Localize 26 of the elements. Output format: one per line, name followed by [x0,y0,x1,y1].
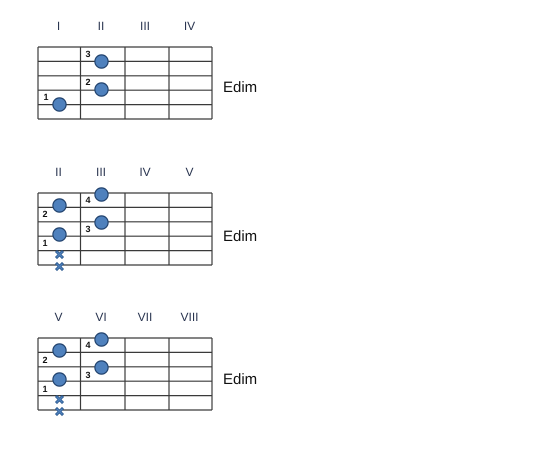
fret-number: VI [95,311,107,324]
fret-number: VII [138,311,152,324]
fret-number: VIII [180,311,198,324]
finger-number: 3 [85,225,90,234]
fret-number: III [96,166,106,178]
fret-number: II [55,166,62,178]
finger-number: 1 [43,92,48,102]
finger-number: 2 [42,210,48,219]
fret-number: V [185,166,194,178]
finger-number: 3 [85,371,90,380]
finger-number: 4 [85,341,90,350]
chord-name: Edim [223,228,258,244]
fret-number: V [54,311,62,324]
chord-name: Edim [223,80,258,94]
chord-name: Edim [223,372,258,386]
fret-number: IV [184,20,196,32]
fret-number: I [56,20,60,32]
finger-number: 4 [85,196,90,206]
finger-number: 1 [42,384,48,394]
finger-number: 2 [85,78,90,87]
finger-number: 1 [42,239,48,248]
fret-number: II [98,20,104,32]
fret-number: III [140,20,150,32]
finger-number: 2 [42,356,48,365]
finger-number: 3 [85,50,90,59]
fret-number: IV [139,166,151,178]
